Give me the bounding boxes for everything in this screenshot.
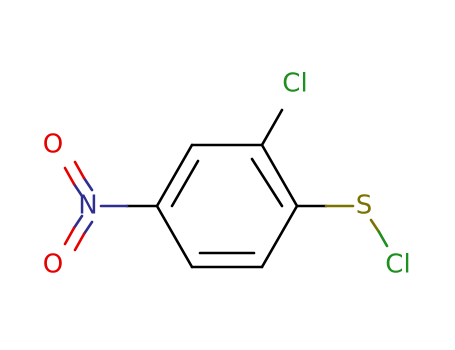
bond-n-o-bottom-a-blue [72, 214, 84, 230]
ring-bond-left-lower [155, 204, 194, 269]
bond-n-o-bottom-b-red [73, 232, 86, 252]
atom-label-o-bottom: O [43, 250, 63, 280]
bond-n-o-top-b-blue [82, 176, 94, 192]
bond-n-o-top-a-blue [72, 182, 84, 198]
bond-n-o-top-a-red [63, 166, 76, 186]
benzene-ring [155, 143, 299, 269]
bond-s-cl-green [377, 230, 389, 248]
bond-s-cl-yellow [369, 218, 381, 234]
bond-n-o-top-b-red [73, 160, 86, 180]
bond-n-o-bottom-b-blue [82, 220, 94, 236]
bond-n-o-bottom-a-red [63, 226, 76, 246]
atom-label-cl-top: Cl [282, 69, 307, 99]
ring-inner-left [170, 159, 200, 208]
ring-inner-right [250, 157, 284, 208]
substituent-bonds [63, 108, 389, 252]
ring-bond-right-upper [260, 143, 299, 208]
atom-label-s: S [356, 191, 373, 221]
ring-bond-left-upper [155, 143, 194, 208]
ring-bond-right-lower [260, 204, 299, 269]
bond-c-cl [260, 108, 284, 147]
atom-label-n: N [78, 191, 97, 221]
atom-label-cl-right: Cl [385, 250, 410, 280]
atom-label-o-top: O [43, 130, 63, 160]
